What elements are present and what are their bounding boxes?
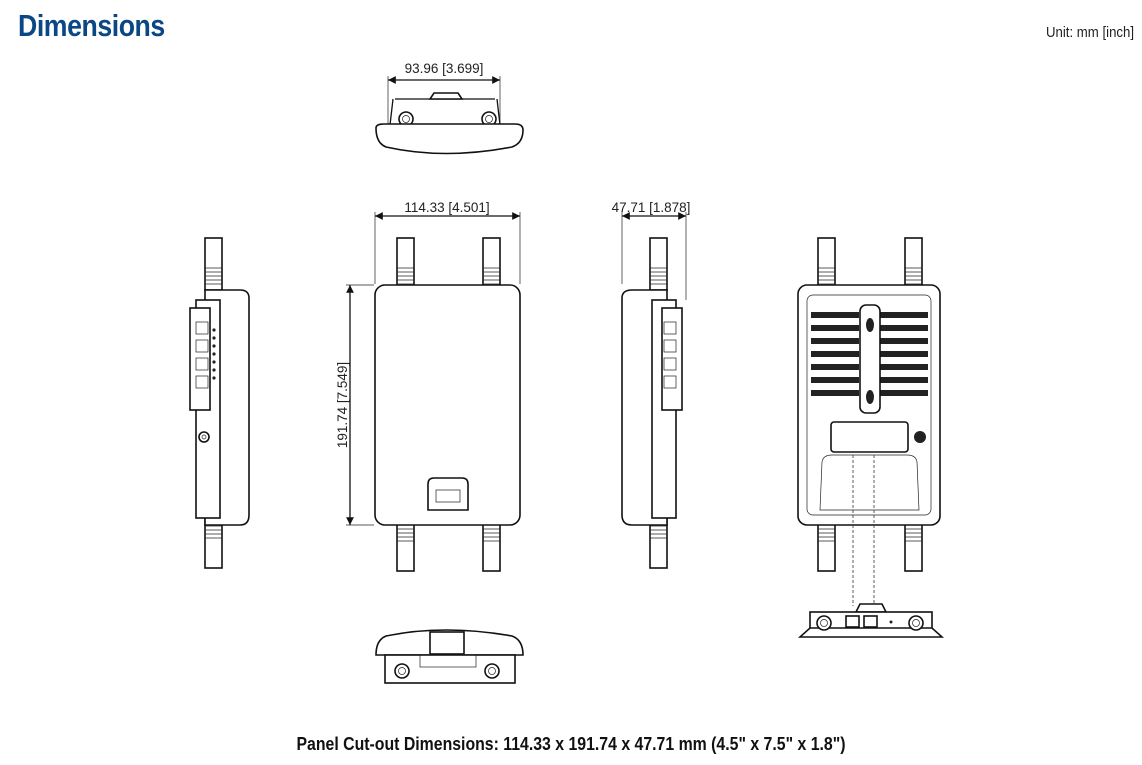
panel-cutout-caption: Panel Cut-out Dimensions: 114.33 x 191.7… [296,734,846,754]
unit-label: Unit: mm [inch] [1045,24,1134,41]
front-height-label: 191.74 [7.549] [335,362,350,448]
back-view [797,237,941,606]
front-width-label: 114.33 [4.501] [404,200,489,215]
bottom-connector-view [797,603,945,638]
top-width-label: 93.96 [3.699] [405,61,484,76]
right-side-view: 47.71 [1.878] [612,200,691,569]
top-view: 93.96 [3.699] [375,61,524,155]
front-view: 114.33 [4.501] 191.74 [7.549] [335,200,521,572]
left-side-view [189,237,250,569]
bottom-view [375,629,524,684]
page-title: Dimensions [18,8,165,43]
side-depth-label: 47.71 [1.878] [612,200,691,215]
